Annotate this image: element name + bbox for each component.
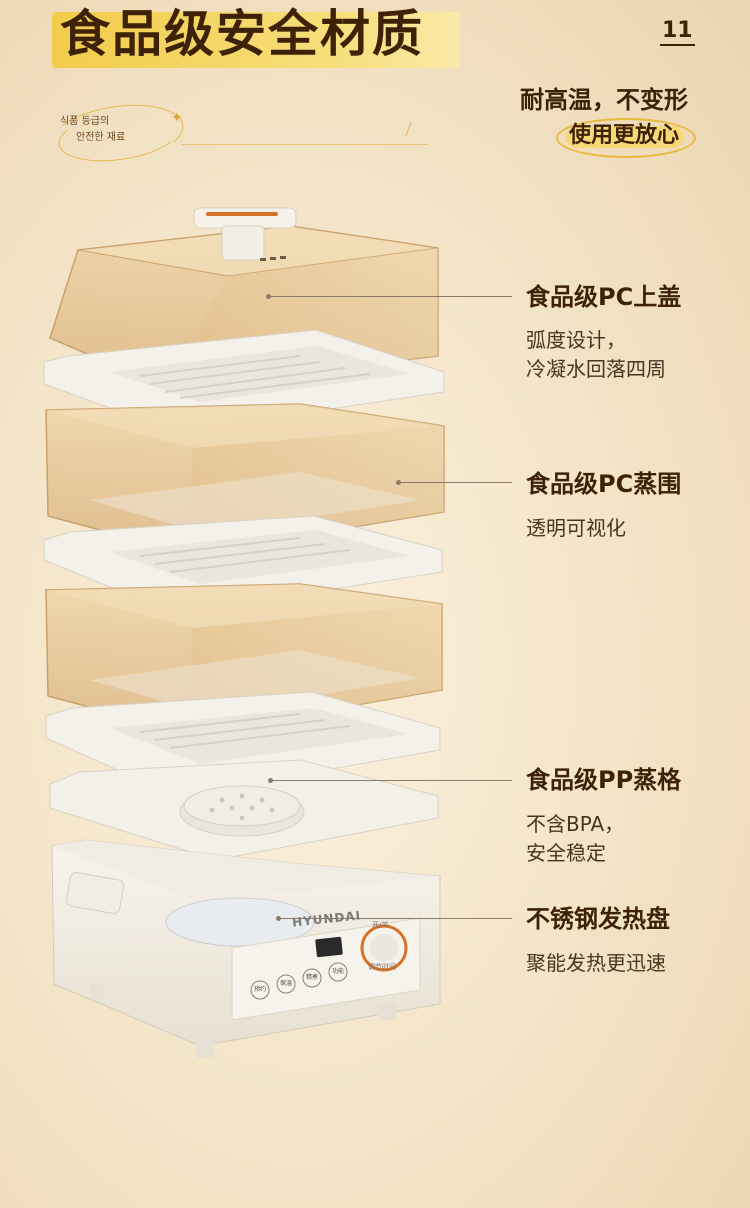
decor-divider [182,144,428,145]
heat-resistance-text: 耐高温，不变形 [520,86,688,114]
knob-label-bottom: 调节时间 [368,963,396,971]
safe-use-badge: 使用更放心 [556,118,696,158]
feature-ring-desc-1: 透明可视化 [526,516,626,540]
callout-line-heater [280,918,512,919]
safe-use-ring [556,118,696,158]
title-block: 食品级安全材质 [52,0,460,68]
control-button-cook: 精煮 [305,974,318,981]
callout-line-ring [400,482,512,483]
callout-dot-heater [276,916,281,921]
korean-caption: 식품 등급의 안전한 재료 [60,114,180,146]
control-button-reserve: 预约 [253,986,266,993]
korean-caption-line1: 식품 등급의 [60,116,110,127]
feature-ring-title: 食品级PC蒸围 [526,470,682,498]
feature-tray-title: 食品级PP蒸格 [526,766,682,794]
feature-lid-desc-2: 冷凝水回落四周 [526,357,666,381]
callout-line-lid [270,296,512,297]
feature-lid-title: 食品级PC上盖 [526,283,682,311]
lcd-display [315,936,343,958]
page-number: 11 [660,18,695,46]
safe-use-highlight [566,126,684,148]
control-button-keepwarm: 保温 [279,980,292,987]
sparkle-icon: ✦ [171,110,183,126]
feature-lid-desc-1: 弧度设计， [526,328,626,352]
callout-dot-tray [268,778,273,783]
knob-label-top: 开/关 [372,921,389,929]
control-button-function: 功能 [331,968,344,975]
safe-use-text: 使用更放心 [568,123,679,148]
page-title: 食品级安全材质 [60,5,424,63]
title-highlight [52,12,460,68]
heating-base [51,839,441,1058]
callout-dot-ring [396,480,401,485]
feature-tray-desc-2: 安全稳定 [526,841,606,865]
steam-ring-1 [45,403,445,555]
callout-line-tray [272,780,512,781]
feature-heater-title: 不锈钢发热盘 [526,905,670,933]
korean-caption-line2: 안전한 재료 [76,132,126,143]
feature-heater-desc-1: 聚能发热更迅速 [526,951,666,975]
feature-tray-desc-1: 不含BPA， [526,812,625,836]
callout-dot-lid [266,294,271,299]
steam-plate [49,759,439,861]
steam-tray-1 [43,329,445,433]
